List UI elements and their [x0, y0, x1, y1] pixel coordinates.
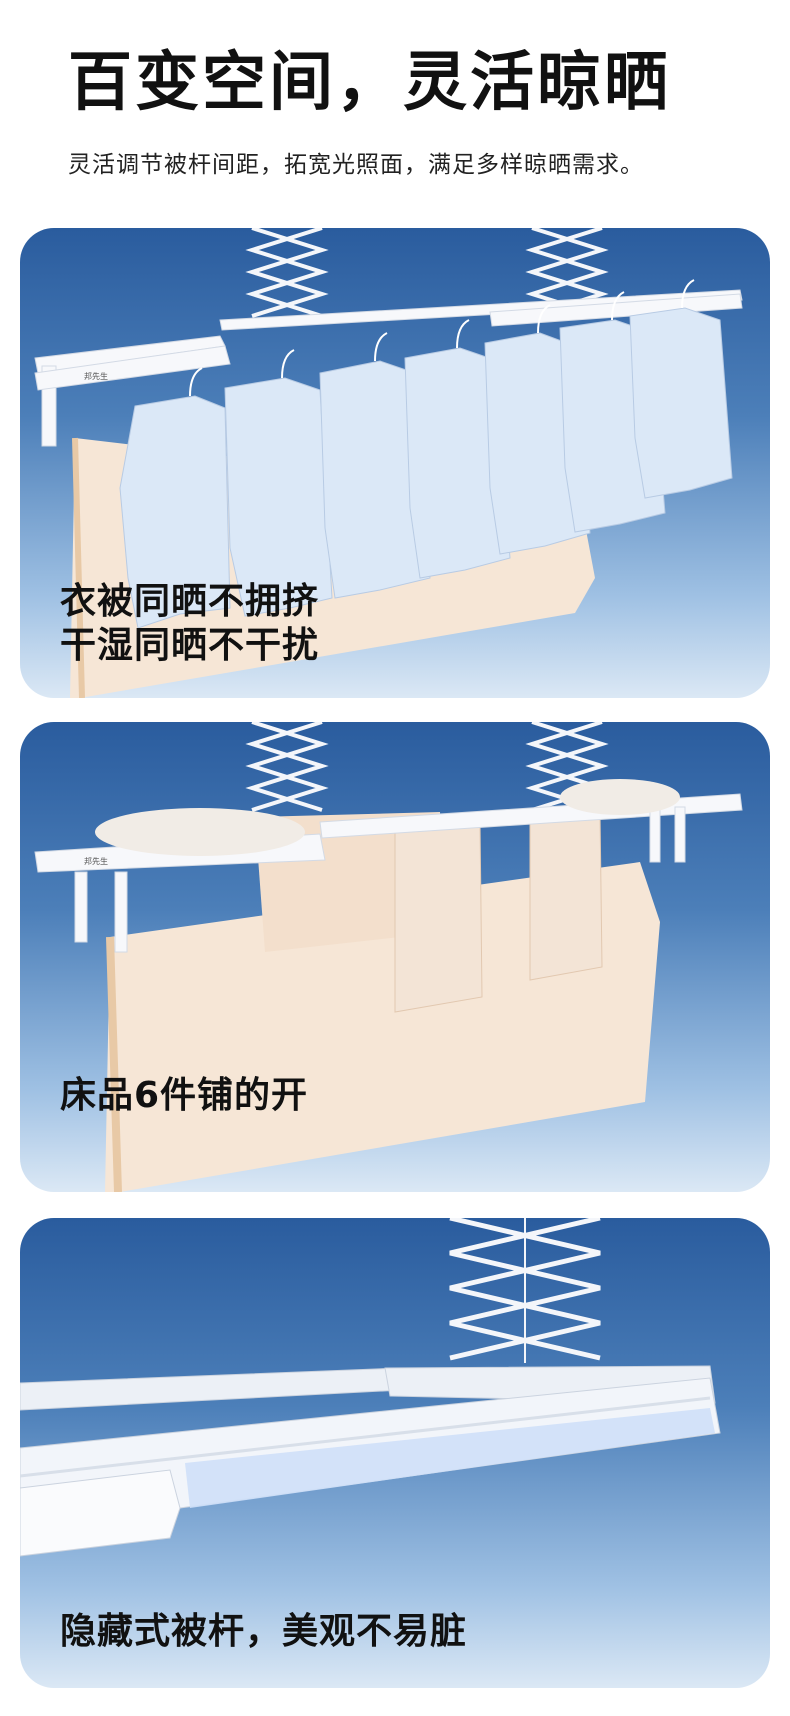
- panel-bedding: 邦先生 床品6件铺的开: [20, 722, 770, 1192]
- panel-1-caption: 衣被同晒不拥挤 干湿同晒不干扰: [60, 580, 319, 668]
- end-cap-icon: [20, 1469, 181, 1557]
- brand-label-1: 邦先生: [84, 371, 108, 381]
- panel-clothes-and-quilt: 邦先生 衣被同晒不拥挤 干湿同晒不干扰: [20, 228, 770, 698]
- panel-3-caption: 隐藏式被杆，美观不易脏: [60, 1610, 467, 1654]
- caption-line: 隐藏式被杆，美观不易脏: [60, 1611, 468, 1652]
- bed-sheet-icon: [105, 862, 660, 1192]
- hidden-rod-closeup-illustration: [20, 1218, 721, 1557]
- panel-hidden-rod: 隐藏式被杆，美观不易脏: [20, 1218, 770, 1688]
- shirts-icon: [119, 307, 733, 629]
- scissor-lift-left-icon: [245, 722, 329, 812]
- drying-rack-clothes-illustration: 邦先生: [34, 228, 743, 698]
- pillowcase-icon: [529, 811, 603, 981]
- pillow-icon: [95, 808, 305, 856]
- pillowcase-icon: [394, 821, 483, 1013]
- caption-line: 干湿同晒不干扰: [60, 624, 320, 666]
- caption-line: 床品6件铺的开: [60, 1075, 309, 1116]
- page-subtitle: 灵活调节被杆间距，拓宽光照面，满足多样晾晒需求。: [68, 152, 644, 178]
- brand-label-2: 邦先生: [84, 856, 108, 866]
- pillow-icon: [560, 779, 680, 815]
- scissor-lift-left-icon: [245, 228, 329, 318]
- scissor-lift-icon: [449, 1218, 601, 1363]
- drying-rack-bedding-illustration: 邦先生: [34, 722, 743, 1192]
- panel-2-caption: 床品6件铺的开: [60, 1074, 308, 1118]
- page-title: 百变空间，灵活晾晒: [68, 46, 671, 120]
- caption-line: 衣被同晒不拥挤: [60, 581, 320, 622]
- top-rail-icon: [20, 1367, 403, 1411]
- hidden-rod-icon: [185, 1408, 715, 1508]
- rack-frame-icon: [34, 289, 743, 447]
